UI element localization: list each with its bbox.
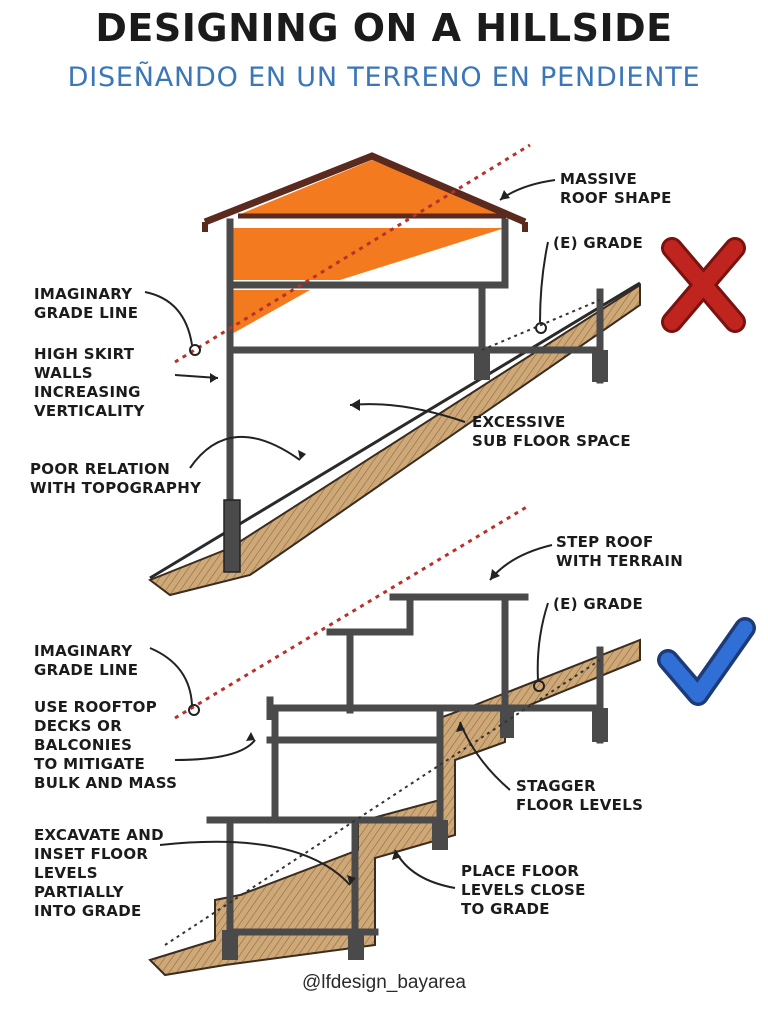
top-roof-gable	[238, 160, 506, 215]
top-existing-grade-line	[481, 299, 601, 351]
label-high-skirt-walls: HIGH SKIRT WALLS INCREASING VERTICALITY	[34, 345, 145, 420]
blue-check-icon	[657, 617, 756, 706]
page-subtitle: DISEÑANDO EN UN TERRENO EN PENDIENTE	[67, 62, 701, 93]
label-poor-relation-topography: POOR RELATION WITH TOPOGRAPHY	[30, 460, 202, 497]
label-step-roof: STEP ROOF WITH TERRAIN	[556, 533, 684, 570]
top-diagram	[144, 143, 746, 597]
top-orange-wall	[230, 228, 505, 280]
bottom-existing-grade-line	[164, 659, 601, 946]
label-top-imaginary-grade-line: IMAGINARY GRADE LINE	[34, 285, 139, 322]
label-massive-roof-shape: MASSIVE ROOF SHAPE	[560, 170, 672, 207]
label-bottom-imaginary-grade-line: IMAGINARY GRADE LINE	[34, 642, 139, 679]
bottom-imaginary-grade-line	[174, 503, 531, 720]
bottom-diagram	[148, 503, 756, 977]
author-credit: @lfdesign_bayarea	[301, 972, 466, 993]
top-imaginary-grade-line	[174, 143, 531, 364]
label-place-floor-levels: PLACE FLOOR LEVELS CLOSE TO GRADE	[461, 862, 586, 918]
label-bottom-existing-grade: (E) GRADE	[553, 595, 644, 613]
label-top-existing-grade: (E) GRADE	[553, 234, 644, 252]
label-excavate-inset: EXCAVATE AND INSET FLOOR LEVELS PARTIALL…	[34, 826, 164, 920]
page-title: DESIGNING ON A HILLSIDE	[95, 6, 673, 50]
label-rooftop-decks: USE ROOFTOP DECKS OR BALCONIES TO MITIGA…	[34, 698, 178, 792]
label-stagger-floor-levels: STAGGER FLOOR LEVELS	[516, 777, 644, 814]
top-roof-outline	[203, 152, 527, 226]
red-x-icon	[661, 237, 746, 333]
label-excessive-sub-floor: EXCESSIVE SUB FLOOR SPACE	[472, 413, 631, 450]
